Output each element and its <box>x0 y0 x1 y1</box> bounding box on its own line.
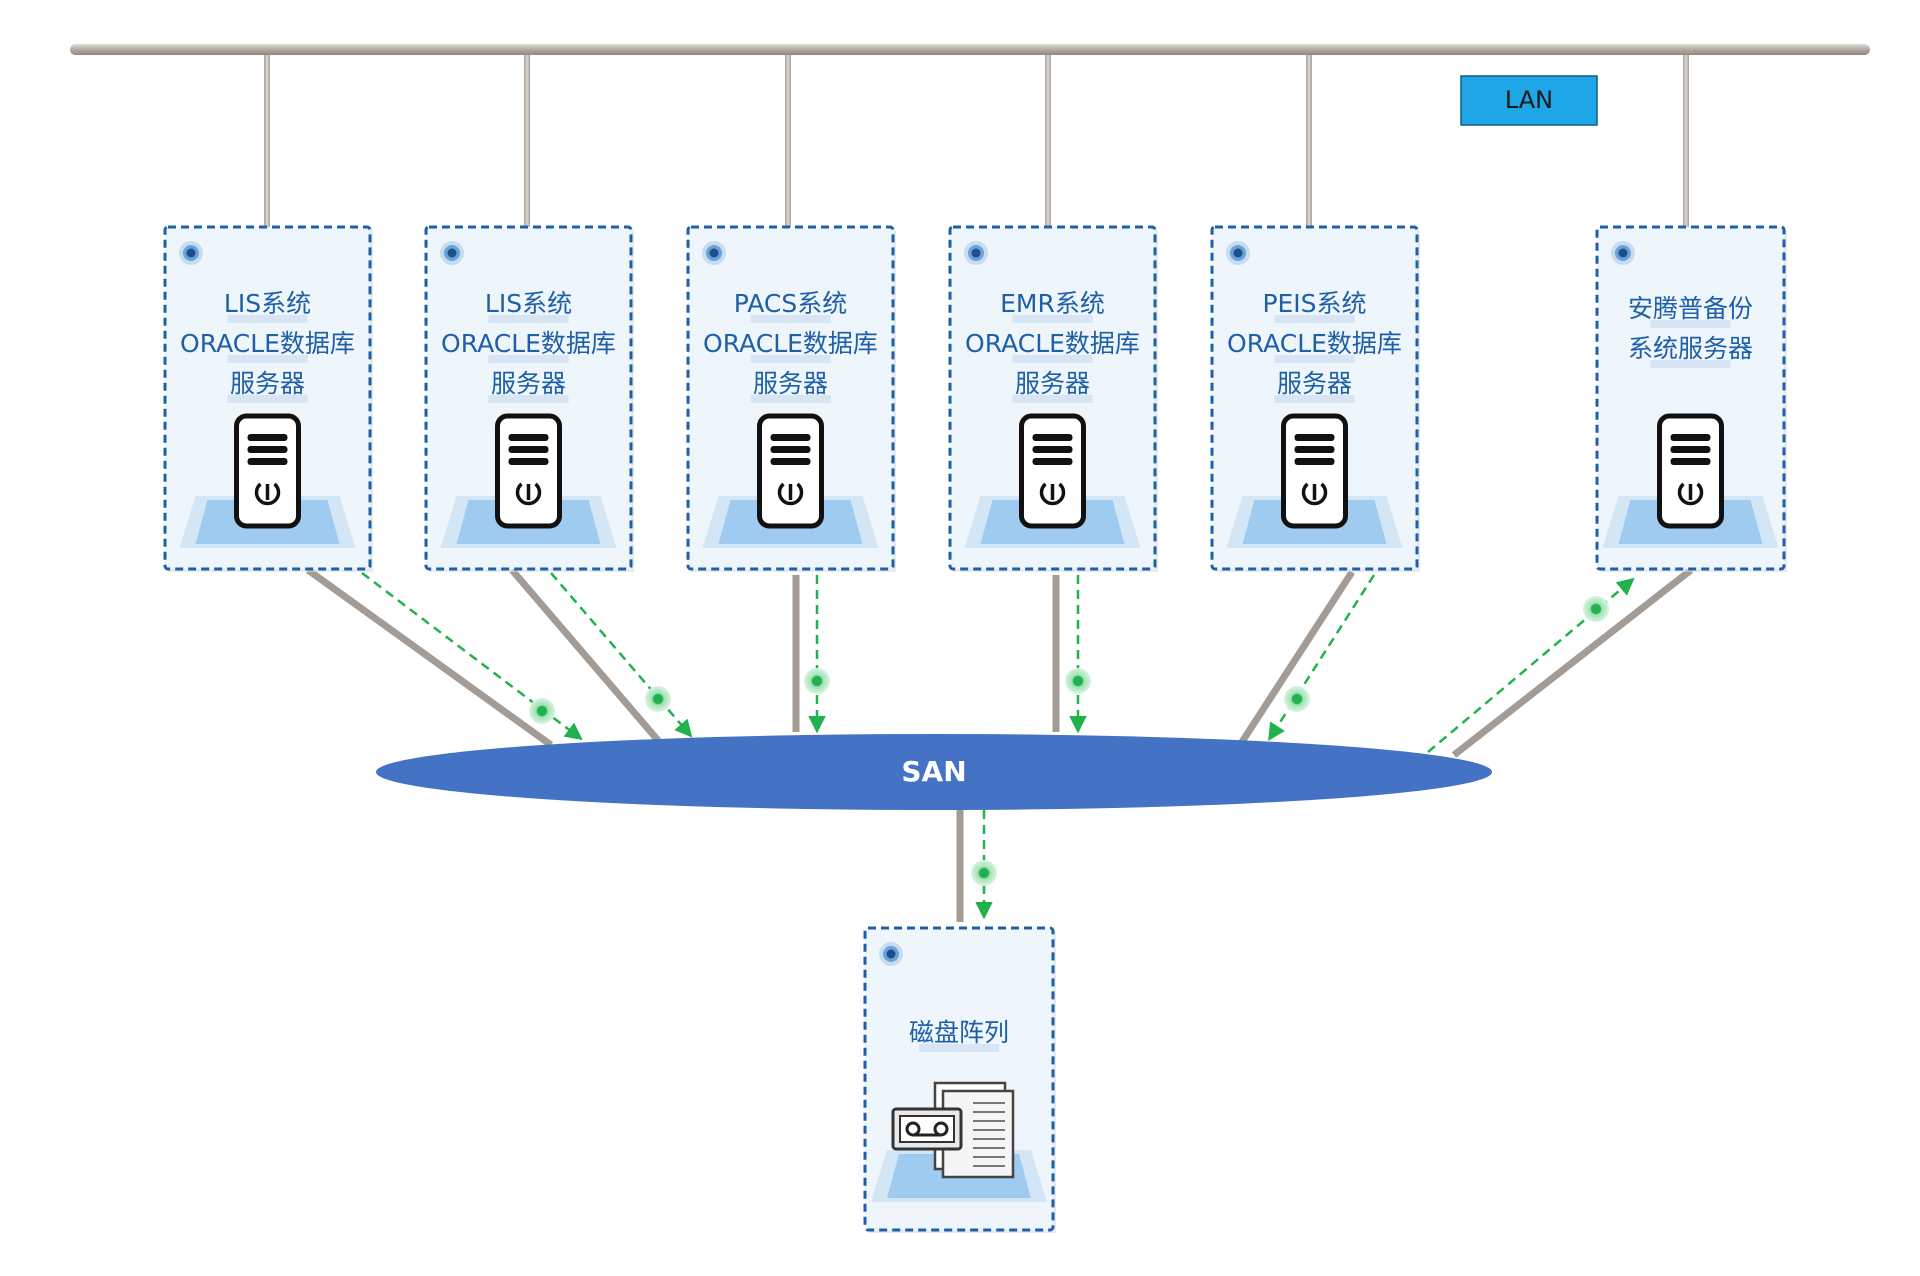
tape-storage-icon <box>891 1081 1015 1179</box>
box-label-line: ORACLE数据库 <box>703 329 878 358</box>
flow-dot <box>804 668 830 694</box>
data-flows <box>361 572 1635 920</box>
flow-dot <box>529 698 555 724</box>
box-label-line: 服务器 <box>491 369 566 398</box>
lan-drops <box>264 55 1689 227</box>
box-label-line: 磁盘阵列 <box>909 1018 1009 1047</box>
flow-dot <box>1284 686 1310 712</box>
server-tower-icon <box>757 413 824 529</box>
box-label-line: LIS系统 <box>224 289 311 318</box>
box-label-line: ORACLE数据库 <box>1227 329 1402 358</box>
box-label-line: ORACLE数据库 <box>965 329 1140 358</box>
san-links <box>305 567 1694 922</box>
flow-dot <box>1583 596 1609 622</box>
storage-box: 磁盘阵列 <box>863 926 1056 1233</box>
server-boxes: LIS系统ORACLE数据库服务器LIS系统ORACLE数据库服务器PACS系统… <box>163 225 1787 572</box>
lan-label: LAN <box>1505 86 1553 114</box>
box-label-line: 系统服务器 <box>1628 334 1753 363</box>
flow-peis <box>1268 574 1376 741</box>
server-tower-icon <box>1019 413 1086 529</box>
box-label-line: LIS系统 <box>485 289 572 318</box>
box-label-line: 安腾普备份 <box>1628 294 1753 323</box>
server-tower-icon <box>1281 413 1348 529</box>
status-dot-icon <box>964 241 988 265</box>
box-label-line: 服务器 <box>753 369 828 398</box>
lan-badge: LAN <box>1460 75 1598 126</box>
status-dot-icon <box>1226 241 1250 265</box>
box-label-line: 服务器 <box>1277 369 1352 398</box>
flow-lis-2 <box>550 572 693 738</box>
flow-dot <box>645 686 671 712</box>
box-label-line: 服务器 <box>1015 369 1090 398</box>
status-dot-icon <box>702 241 726 265</box>
flow-dot <box>1065 668 1091 694</box>
status-dot-icon <box>1611 241 1635 265</box>
flow-dot <box>971 860 997 886</box>
server-tower-icon <box>495 413 562 529</box>
box-label-line: 服务器 <box>230 369 305 398</box>
lan-bus <box>70 44 1870 55</box>
status-dot-icon <box>879 942 903 966</box>
box-label-line: EMR系统 <box>1000 289 1105 318</box>
flow-dots <box>529 596 1609 886</box>
server-tower-icon <box>234 413 301 529</box>
san-label: SAN <box>901 755 966 788</box>
box-label-line: ORACLE数据库 <box>180 329 355 358</box>
box-label-line: ORACLE数据库 <box>441 329 616 358</box>
storage-box-disk-array: 磁盘阵列 <box>863 926 1056 1233</box>
san-network: SAN <box>376 734 1492 810</box>
status-dot-icon <box>179 241 203 265</box>
status-dot-icon <box>440 241 464 265</box>
box-label-line: PACS系统 <box>734 289 847 318</box>
server-tower-icon <box>1657 413 1724 529</box>
box-label-line: PEIS系统 <box>1262 289 1366 318</box>
